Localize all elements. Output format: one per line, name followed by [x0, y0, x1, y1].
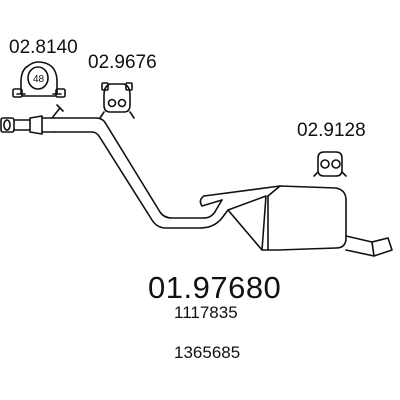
- rubber-ring-hanger-icon: [313, 151, 347, 177]
- rear-hanger-part-code: 02.9128: [297, 120, 366, 141]
- rear-silencer-icon: [0, 104, 393, 257]
- oe-number-1: 1117835: [174, 303, 238, 322]
- rubber-hanger-icon: [99, 82, 135, 119]
- oe-number-2: 1365685: [174, 343, 241, 362]
- clamp-diameter-label: 48: [33, 74, 45, 85]
- muffler-part-number: 01.97680: [148, 270, 282, 305]
- pipe-clamp-icon: [12, 61, 66, 98]
- front-hanger-part-code: 02.9676: [88, 52, 157, 73]
- clamp-part-code: 02.8140: [9, 37, 78, 58]
